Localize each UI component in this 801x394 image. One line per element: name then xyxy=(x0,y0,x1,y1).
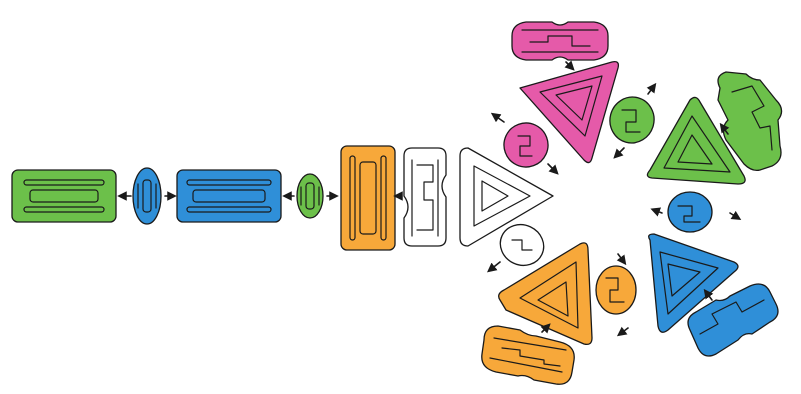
double-arrow-icon xyxy=(719,122,730,135)
double-arrow-icon xyxy=(613,147,625,159)
orange-triangle-piece xyxy=(498,242,593,346)
double-arrow-icon xyxy=(703,288,714,301)
orange-connector-piece xyxy=(481,325,575,385)
pink-oval-piece xyxy=(503,122,549,168)
double-arrow-icon xyxy=(616,326,629,337)
double-arrow-icon xyxy=(646,82,657,95)
green-rectangle-piece xyxy=(11,169,117,223)
double-arrow-icon xyxy=(490,112,505,123)
white-connector-piece xyxy=(403,147,447,247)
double-arrow-icon xyxy=(650,207,663,217)
blue-triangle-piece xyxy=(648,233,739,333)
blue-connector-piece xyxy=(687,283,779,357)
double-arrow-icon xyxy=(729,210,742,221)
green-oval-piece xyxy=(609,96,655,144)
pink-triangle-piece xyxy=(519,60,620,164)
orange-tall-rectangle-piece xyxy=(340,145,396,251)
double-arrow-icon xyxy=(616,253,627,266)
blue-rectangle-piece xyxy=(176,169,282,223)
double-arrow-icon xyxy=(487,261,501,273)
green-connector-piece xyxy=(717,71,783,172)
pink-connector-piece xyxy=(511,21,609,61)
white-triangle-piece xyxy=(459,147,554,247)
blue-oval-piece xyxy=(132,167,162,225)
double-arrow-icon xyxy=(564,60,575,71)
blue-oval-piece xyxy=(667,191,713,233)
double-arrow-icon xyxy=(540,323,551,334)
green-oval-piece xyxy=(296,173,324,219)
white-oval-piece xyxy=(499,223,545,267)
orange-oval-piece xyxy=(595,265,637,315)
double-arrow-icon xyxy=(547,163,559,175)
green-triangle-piece xyxy=(646,96,746,185)
